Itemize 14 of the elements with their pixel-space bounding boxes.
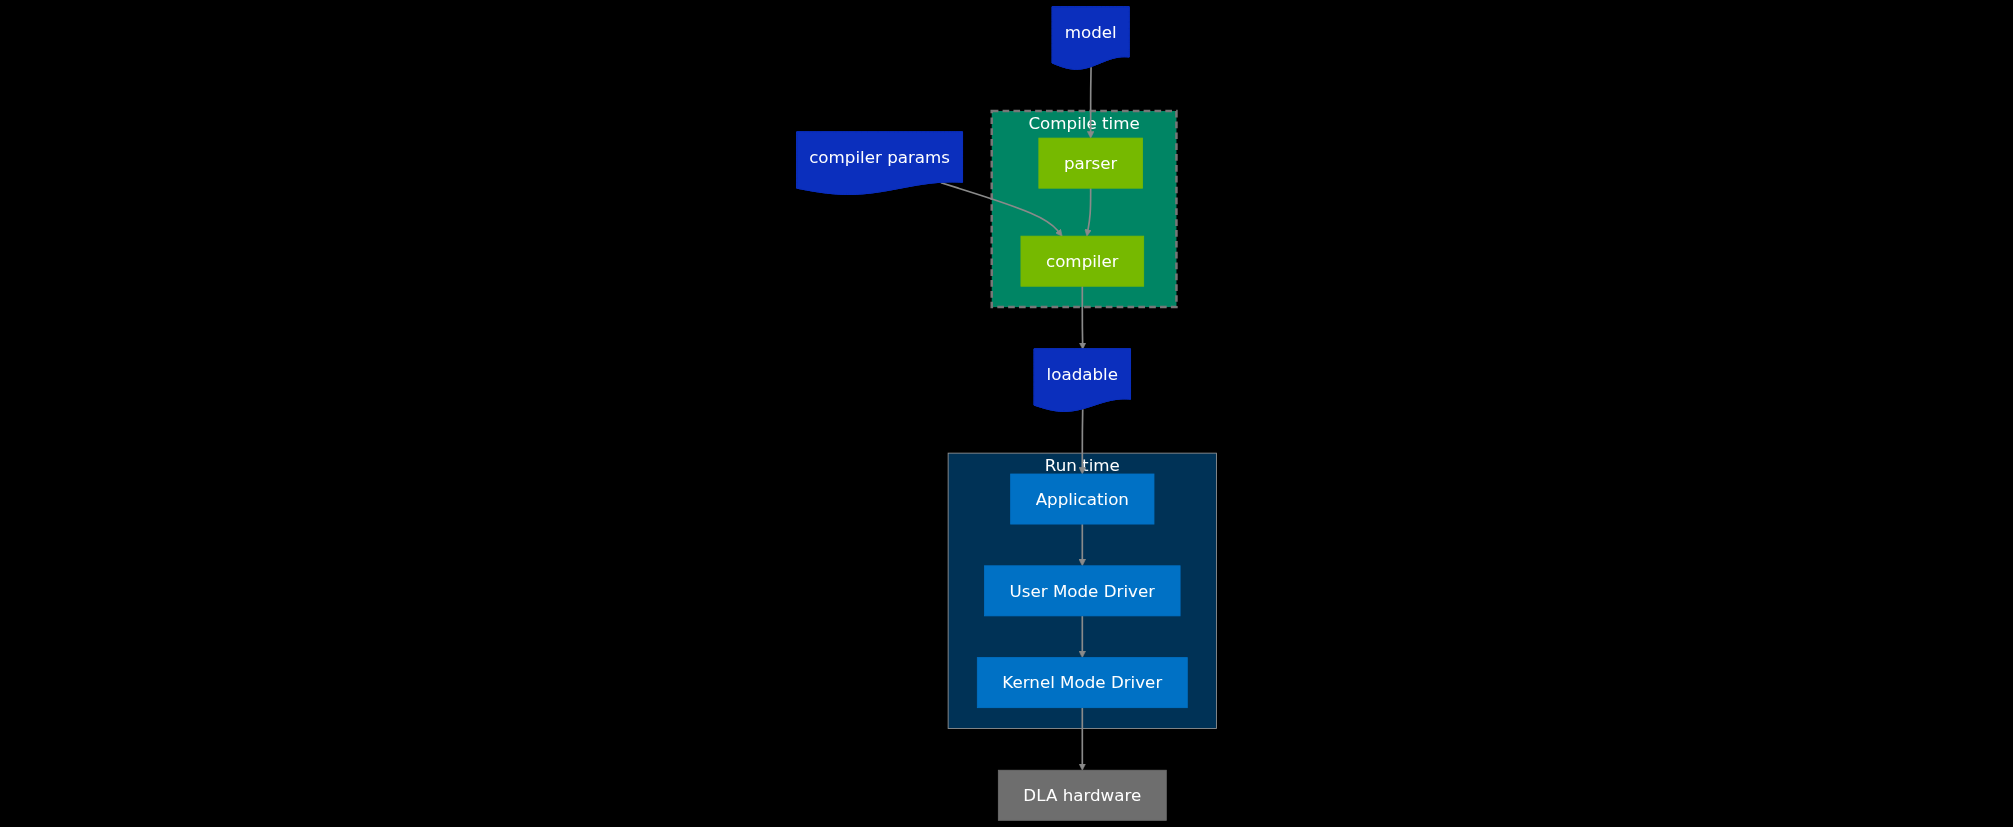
node-box: compiler <box>1020 235 1144 287</box>
arrow <box>1078 615 1086 658</box>
arrow <box>1084 187 1092 237</box>
node-box: Application <box>1010 473 1155 525</box>
node-box: User Mode Driver <box>984 565 1181 617</box>
arrow <box>1078 285 1087 350</box>
arrow <box>940 181 1063 237</box>
arrow <box>1078 408 1086 475</box>
arrow <box>1078 523 1086 567</box>
node-box: parser <box>1038 137 1143 189</box>
arrow <box>1078 706 1086 771</box>
node-box: Kernel Mode Driver <box>976 657 1188 709</box>
arrow <box>1086 66 1095 139</box>
node-box: DLA hardware <box>997 769 1167 821</box>
